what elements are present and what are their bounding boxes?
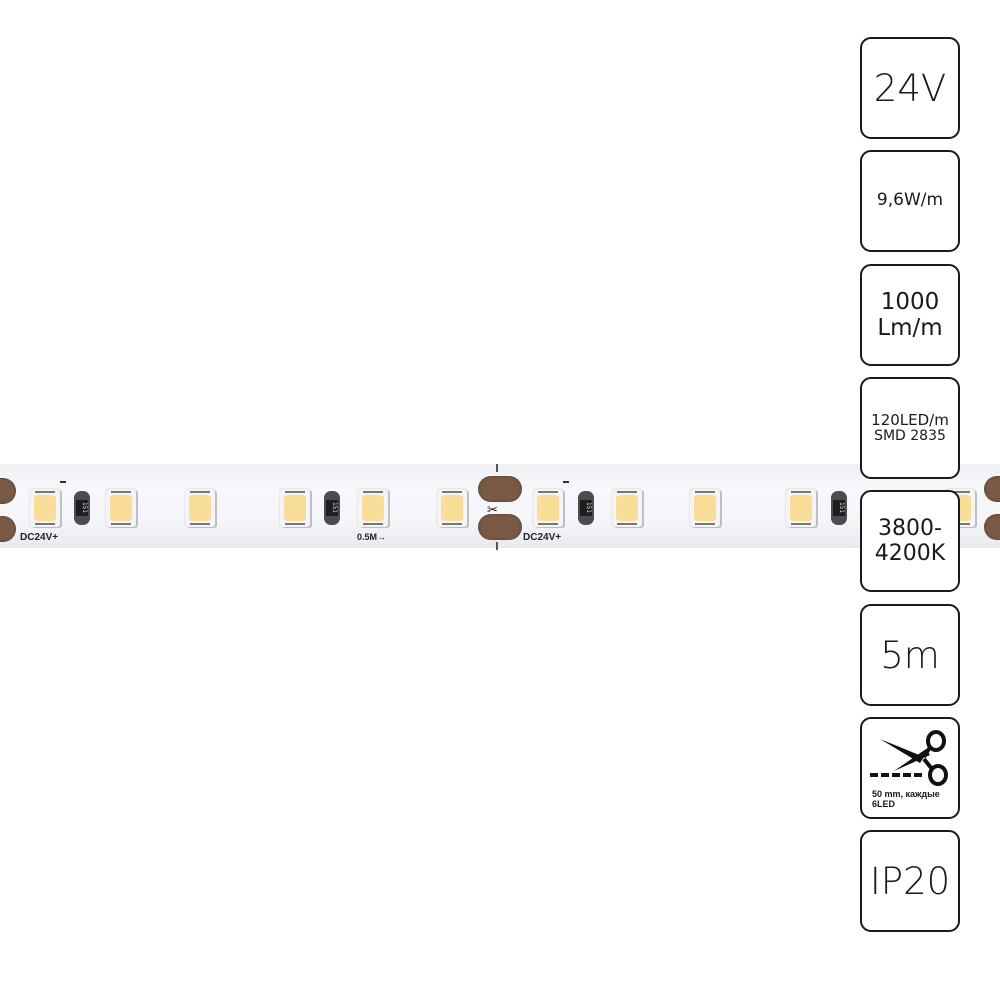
led-strip: 151 DC24V+ 151 0.5M→ ✂ 151 DC24V+ 151 (0, 464, 1000, 550)
spec-value: 9,6W/m (876, 190, 944, 211)
smd-led (690, 489, 720, 527)
smd-led (280, 489, 310, 527)
spec-value: 24V (873, 66, 947, 110)
spec-power: 9,6W/m (860, 150, 960, 252)
spec-value: 5m (880, 633, 940, 677)
smd-led (437, 489, 467, 527)
spec-voltage: 24V (860, 37, 960, 139)
spec-luminous-flux: 1000 Lm/m (860, 264, 960, 366)
solder-pad (0, 516, 16, 542)
cut-line-tick (496, 542, 498, 550)
spec-color-temperature: 3800- 4200K (860, 490, 960, 592)
voltage-label: DC24V+ (523, 532, 562, 543)
spec-cut-interval: 50 mm, каждые 6LED (860, 717, 960, 819)
spec-value-line2: Lm/m (877, 315, 943, 341)
smd-led (30, 489, 60, 527)
voltage-label: DC24V+ (20, 532, 59, 543)
smd-led (612, 489, 642, 527)
spec-led-density: 120LED/m SMD 2835 (860, 377, 960, 479)
spec-value: IP20 (869, 859, 951, 903)
spec-value-line1: 1000 (880, 288, 940, 315)
spec-ip-rating: IP20 (860, 830, 960, 932)
smd-led (185, 489, 215, 527)
scissors-cut-icon (870, 730, 948, 786)
cut-interval-line2: 6LED (872, 799, 896, 810)
solder-pad (984, 514, 1000, 540)
spec-length: 5m (860, 604, 960, 706)
smd-led (358, 489, 388, 527)
polarity-minus-mark (563, 481, 569, 483)
polarity-minus-mark (60, 481, 66, 483)
solder-pad (478, 476, 522, 502)
solder-pad (0, 478, 16, 504)
resistor: 151 (578, 491, 594, 525)
spec-value-line2: SMD 2835 (874, 427, 946, 444)
smd-led (106, 489, 136, 527)
resistor: 151 (831, 491, 847, 525)
cut-line-tick (496, 464, 498, 472)
resistor: 151 (74, 491, 90, 525)
smd-led (786, 489, 816, 527)
resistor: 151 (324, 491, 340, 525)
spec-value-line2: 4200K (874, 541, 946, 566)
smd-led (533, 489, 563, 527)
spec-value-line1: 120LED/m (871, 411, 949, 430)
segment-label: 0.5M→ (357, 532, 387, 542)
scissors-icon: ✂ (487, 503, 498, 518)
solder-pad (478, 514, 522, 540)
spec-value-line1: 3800- (878, 515, 942, 541)
cut-interval-line1: 50 mm, каждые (872, 789, 940, 799)
solder-pad (984, 476, 1000, 502)
